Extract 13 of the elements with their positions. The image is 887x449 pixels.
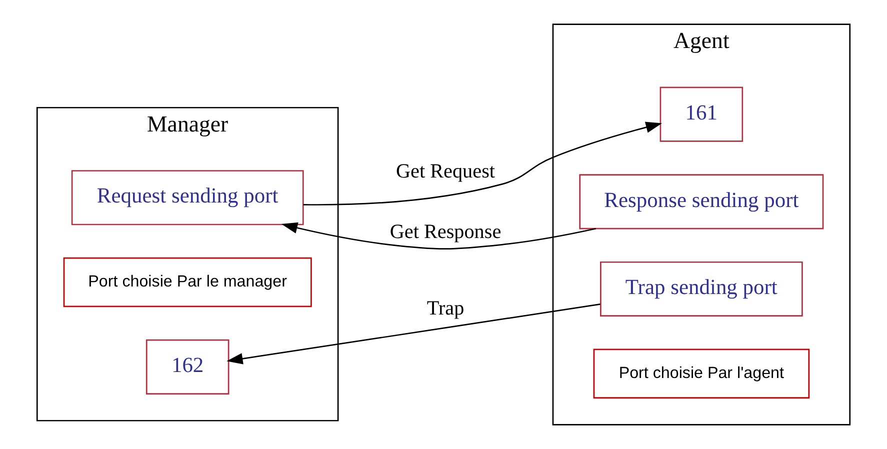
edge-label: Get Request bbox=[396, 160, 496, 182]
arrow bbox=[281, 222, 596, 250]
node-box: 162 bbox=[146, 339, 230, 394]
node-box: Response sending port bbox=[579, 174, 824, 230]
arrow bbox=[303, 122, 662, 206]
node-box: Port choisie Par le manager bbox=[63, 257, 312, 308]
edge-label: Get Response bbox=[390, 220, 502, 243]
edge-label: Trap bbox=[426, 298, 464, 320]
arrow bbox=[226, 304, 600, 364]
node-box: Trap sending port bbox=[600, 261, 803, 317]
node-box: 161 bbox=[660, 86, 744, 142]
node-box: Port choisie Par l'agent bbox=[593, 348, 810, 398]
node-box: Request sending port bbox=[71, 170, 304, 226]
